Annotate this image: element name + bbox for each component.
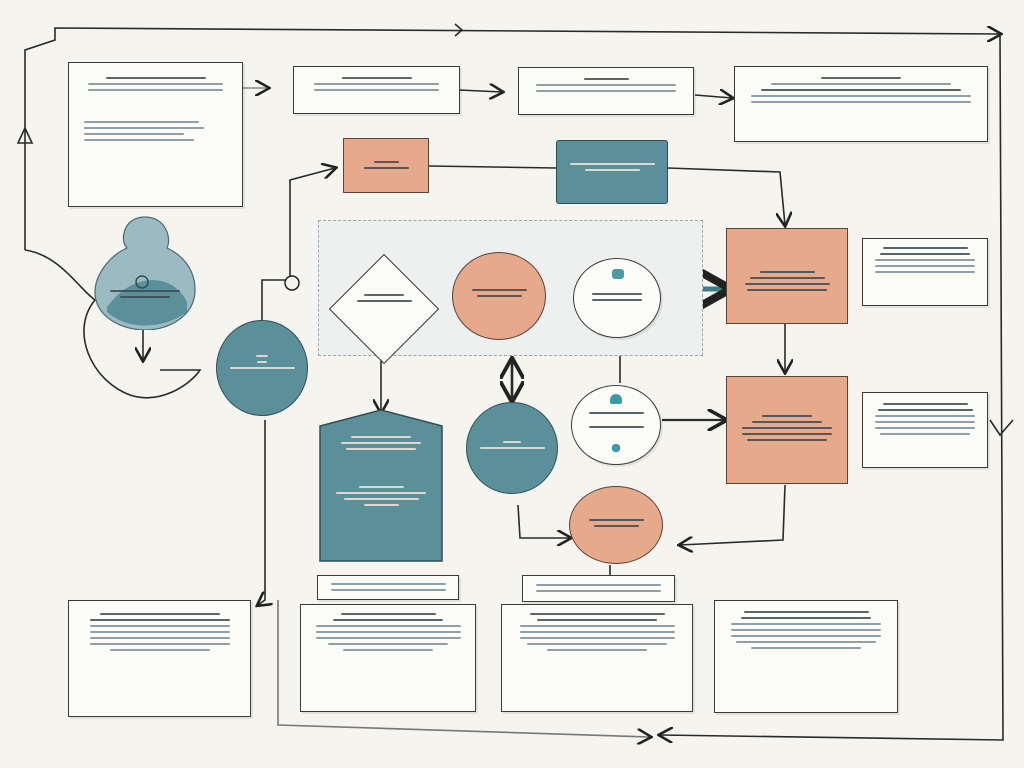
card-top-left[interactable] bbox=[68, 62, 243, 207]
card-bottom-1[interactable] bbox=[68, 600, 251, 717]
card-top-3[interactable] bbox=[518, 67, 694, 115]
card-right-1[interactable] bbox=[862, 238, 988, 306]
card-bottom-3[interactable] bbox=[501, 604, 693, 712]
connector-box-peachcircle bbox=[680, 484, 786, 545]
connector-top-tick bbox=[454, 23, 464, 37]
card-bottom-2-header[interactable] bbox=[317, 575, 459, 600]
lightbulb-icon bbox=[610, 394, 622, 404]
chat-icon bbox=[612, 444, 620, 452]
connector-top-row-2 bbox=[458, 90, 502, 92]
location-pin-node[interactable] bbox=[92, 212, 198, 331]
peach-box-right-top[interactable] bbox=[726, 228, 848, 324]
connector-left-triangle bbox=[16, 126, 34, 144]
white-circle-lower[interactable] bbox=[571, 385, 661, 465]
peach-box-top[interactable] bbox=[343, 138, 429, 193]
connector-circle-down bbox=[258, 420, 265, 605]
white-circle-middle[interactable] bbox=[573, 258, 661, 338]
connector-peach-teal bbox=[428, 165, 557, 169]
card-top-right[interactable] bbox=[734, 66, 988, 142]
peach-box-right-bottom[interactable] bbox=[726, 376, 848, 484]
card-bottom-4[interactable] bbox=[714, 600, 898, 713]
connector-teal-right bbox=[667, 167, 785, 225]
connector-joint bbox=[284, 275, 300, 291]
card-top-2[interactable] bbox=[293, 66, 460, 114]
peach-circle-middle[interactable] bbox=[452, 252, 546, 340]
teal-circle-middle[interactable] bbox=[466, 402, 558, 494]
person-icon bbox=[135, 275, 149, 289]
card-bottom-2[interactable] bbox=[300, 604, 476, 712]
connector-top-row-3 bbox=[694, 95, 732, 98]
card-right-2[interactable] bbox=[862, 392, 988, 468]
connector-bottom bbox=[277, 600, 650, 737]
connector-top bbox=[24, 28, 1000, 250]
teal-box-top[interactable] bbox=[556, 140, 668, 204]
pentagon-shape bbox=[319, 409, 443, 562]
gear-icon bbox=[612, 269, 624, 279]
connector-right-tick bbox=[989, 419, 1014, 437]
connector-right bbox=[660, 33, 1004, 740]
diamond-text bbox=[345, 290, 423, 306]
card-bottom-3-header[interactable] bbox=[522, 575, 675, 602]
pin-shape bbox=[94, 216, 196, 331]
connector-pin-curve bbox=[24, 249, 202, 399]
teal-pentagon[interactable] bbox=[318, 408, 444, 563]
teal-circle-left[interactable] bbox=[216, 320, 308, 416]
connector-teal-peach bbox=[517, 504, 570, 538]
peach-circle-bottom[interactable] bbox=[569, 486, 663, 564]
